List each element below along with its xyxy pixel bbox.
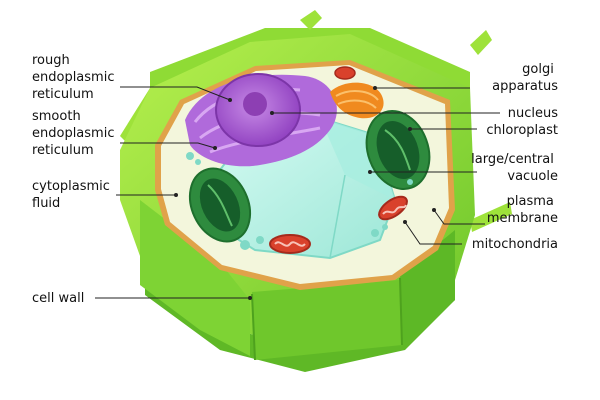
label-cytoplasmic-fluid-2: fluid xyxy=(32,196,60,211)
label-cell-wall: cell wall xyxy=(32,291,84,306)
dot-rough-er xyxy=(228,98,232,102)
label-smooth-er-3: reticulum xyxy=(32,143,94,158)
label-rough-er-1: rough xyxy=(32,53,70,68)
dot-cell-wall xyxy=(248,296,252,300)
leader-plasma-membrane xyxy=(433,209,485,225)
label-golgi-1: golgi xyxy=(522,62,554,77)
dot-chloroplast xyxy=(408,127,412,131)
label-mitochondria: mitochondria xyxy=(472,237,558,252)
nucleolus xyxy=(243,92,267,116)
svg-text:smooth endoplasmic: smooth endoplasmic reticulum xyxy=(32,109,119,158)
svg-text:plasma membrane: plasma membrane xyxy=(487,194,558,226)
leader-rough-er xyxy=(120,86,231,101)
dot-cytoplasmic-fluid xyxy=(174,193,178,197)
golgi-apparatus xyxy=(330,82,384,119)
mitochondria xyxy=(269,66,408,254)
dot-smooth-er xyxy=(213,146,217,150)
label-vacuole-1: large/central xyxy=(471,152,554,167)
dot-golgi xyxy=(373,86,377,90)
labels-right: golgi apparatus nucleus chloroplast larg… xyxy=(471,62,558,252)
svg-text:cell wall: cell wall xyxy=(32,291,84,306)
label-golgi-2: apparatus xyxy=(492,79,558,94)
labels-left: rough endoplasmic reticulum smooth endop… xyxy=(32,53,119,306)
dot-plasma-membrane xyxy=(432,208,436,212)
label-nucleus: nucleus xyxy=(508,106,558,121)
vesicles xyxy=(186,152,413,250)
svg-text:rough endoplasmic: rough endoplasmic reticulum xyxy=(32,53,119,102)
label-plasma-membrane-1: plasma xyxy=(507,194,554,209)
nucleus xyxy=(215,73,301,147)
svg-text:golgi apparatus: golgi apparatus xyxy=(492,62,558,94)
svg-text:chloroplast: chloroplast xyxy=(486,123,558,138)
label-cytoplasmic-fluid-1: cytoplasmic xyxy=(32,179,110,194)
dot-mitochondria xyxy=(403,220,407,224)
svg-text:mitochondria: mitochondria xyxy=(472,237,558,252)
label-chloroplast: chloroplast xyxy=(486,123,558,138)
svg-text:cytoplasmic fluid: cytoplasmic fluid xyxy=(32,179,114,211)
label-vacuole-2: vacuole xyxy=(507,169,558,184)
chloroplast-right xyxy=(365,110,431,190)
svg-text:large/central vacuole: large/central vacuole xyxy=(471,152,558,184)
dot-vacuole xyxy=(368,170,372,174)
label-smooth-er-2: endoplasmic xyxy=(32,126,114,141)
label-plasma-membrane-2: membrane xyxy=(487,211,558,226)
leader-mitochondria xyxy=(404,221,462,245)
dot-nucleus xyxy=(270,111,274,115)
label-rough-er-3: reticulum xyxy=(32,87,94,102)
label-rough-er-2: endoplasmic xyxy=(32,70,114,85)
leader-lines xyxy=(95,86,500,300)
chloroplast-left xyxy=(188,167,252,243)
label-smooth-er-1: smooth xyxy=(32,109,81,124)
svg-text:nucleus: nucleus xyxy=(508,106,558,121)
leader-smooth-er xyxy=(120,142,216,149)
